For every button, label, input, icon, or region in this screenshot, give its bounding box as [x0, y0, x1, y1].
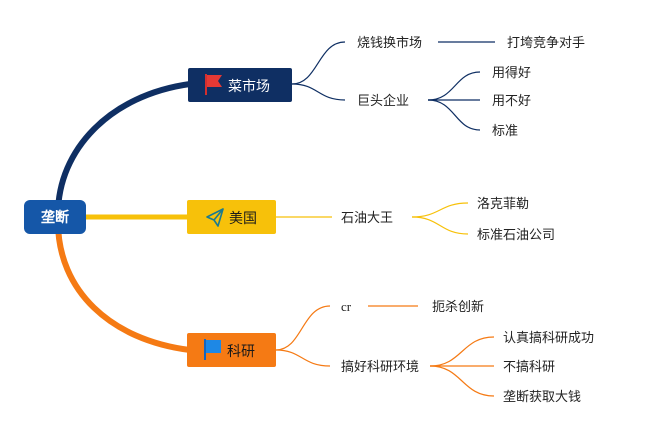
leaf-label[interactable]: 认真搞科研成功 — [503, 330, 594, 346]
connector-root-food — [55, 81, 193, 217]
connector-research-sub2 — [275, 349, 331, 367]
leaf-label[interactable]: 不搞科研 — [503, 359, 555, 375]
paper-plane-icon — [206, 208, 224, 227]
branch-node-usa[interactable]: 美国 — [187, 200, 276, 234]
leaf-label[interactable]: 扼杀创新 — [432, 299, 484, 315]
subtopic-label[interactable]: cr — [341, 299, 352, 314]
subtopic-label[interactable]: 烧钱换市场 — [357, 35, 422, 51]
branch-label-research: 科研 — [227, 344, 255, 360]
subtopic-label[interactable]: 搞好科研环境 — [341, 359, 419, 375]
connector-research-sub1 — [275, 305, 331, 351]
connector-food-sub2 — [291, 83, 346, 101]
connector-root-research — [55, 219, 193, 353]
subtopic-label[interactable]: 巨头企业 — [357, 93, 409, 109]
leaf-label[interactable]: 垄断获取大钱 — [503, 390, 581, 405]
leaf-label[interactable]: 标准 — [492, 124, 518, 139]
leaf-label[interactable]: 用不好 — [492, 94, 531, 109]
branch-label-usa: 美国 — [229, 211, 257, 227]
connector-sub2-leaf1 — [427, 71, 481, 101]
branch-label-food: 菜市场 — [228, 78, 270, 95]
leaf-label[interactable]: 洛克菲勒 — [477, 197, 529, 212]
subtopic-label[interactable]: 石油大王 — [341, 211, 393, 226]
root-label: 垄断 — [41, 209, 69, 226]
connector-usa-leaf1 — [411, 202, 469, 218]
connector-food-sub1 — [291, 41, 346, 85]
branch-node-food[interactable]: 菜市场 — [188, 68, 292, 102]
connector-env-leaf3 — [429, 365, 495, 397]
red-flag-icon — [205, 74, 222, 95]
leaf-label[interactable]: 打垮竞争对手 — [507, 35, 585, 51]
connector-usa-leaf2 — [411, 216, 469, 235]
leaf-label[interactable]: 用得好 — [492, 65, 531, 81]
connector-env-leaf1 — [429, 336, 495, 367]
leaf-label[interactable]: 标准石油公司 — [477, 228, 555, 243]
branch-node-research[interactable]: 科研 — [187, 333, 276, 367]
root-node[interactable]: 垄断 — [24, 200, 86, 234]
connector-sub2-leaf3 — [427, 99, 481, 131]
blue-flag-icon — [204, 339, 221, 360]
